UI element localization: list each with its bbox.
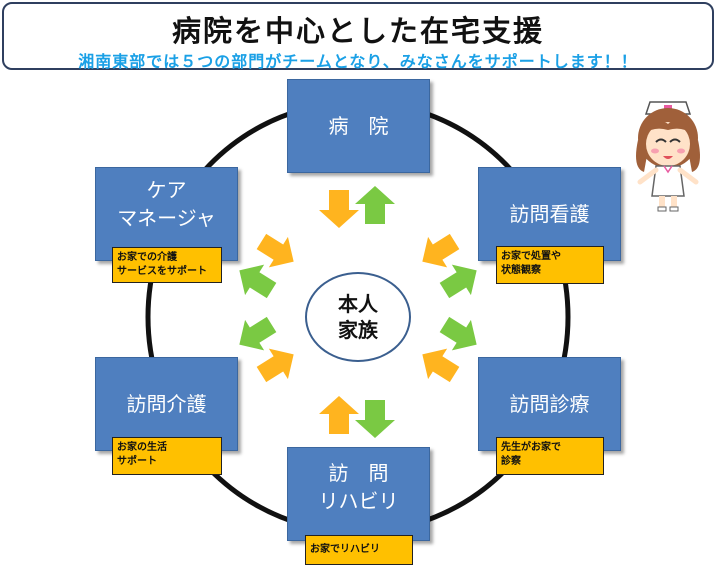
arrow-center-to-hospital <box>355 186 395 224</box>
note-home-medical: 先生がお家で 診察 <box>496 437 604 475</box>
arrow-center-to-home-medical <box>439 316 477 351</box>
arrow-care-manager-to-center <box>256 233 294 268</box>
note-care-manager: お家での介護 サービスをサポート <box>112 247 222 283</box>
page-title: 病院を中心とした在宅支援 <box>171 14 544 48</box>
center-patient-family: 本人 家族 <box>305 272 411 362</box>
title-box: 病院を中心とした在宅支援 湘南東部では５つの部門がチームとなり、みなさんをサポー… <box>2 2 714 71</box>
arrow-rehab-to-center <box>319 396 359 434</box>
node-home-medical: 訪問診療 <box>478 357 621 451</box>
note-home-rehab: お家でリハビリ <box>305 535 413 565</box>
node-care-manager: ケア マネージャ <box>95 167 238 261</box>
arrow-home-nursing-to-center <box>422 233 460 268</box>
note-home-nursing: お家で処置や 状態観察 <box>496 246 604 284</box>
arrow-home-medical-to-center <box>422 348 460 383</box>
page-subtitle: 湘南東部では５つの部門がチームとなり、みなさんをサポートします！！ <box>78 52 638 71</box>
arrow-hospital-to-center <box>319 190 359 228</box>
arrow-center-to-rehab <box>355 400 395 438</box>
node-home-nursing: 訪問看護 <box>478 167 621 261</box>
arrow-center-to-home-care <box>239 316 277 351</box>
arrow-home-care-to-center <box>256 348 294 383</box>
node-home-rehab: 訪 問 リハビリ <box>287 447 430 541</box>
arrow-center-to-home-nursing <box>439 264 477 299</box>
nurse-mascot <box>636 101 700 212</box>
note-home-care: お家の生活 サポート <box>112 437 222 475</box>
arrow-center-to-care-manager <box>239 264 277 299</box>
node-hospital: 病 院 <box>287 79 430 173</box>
